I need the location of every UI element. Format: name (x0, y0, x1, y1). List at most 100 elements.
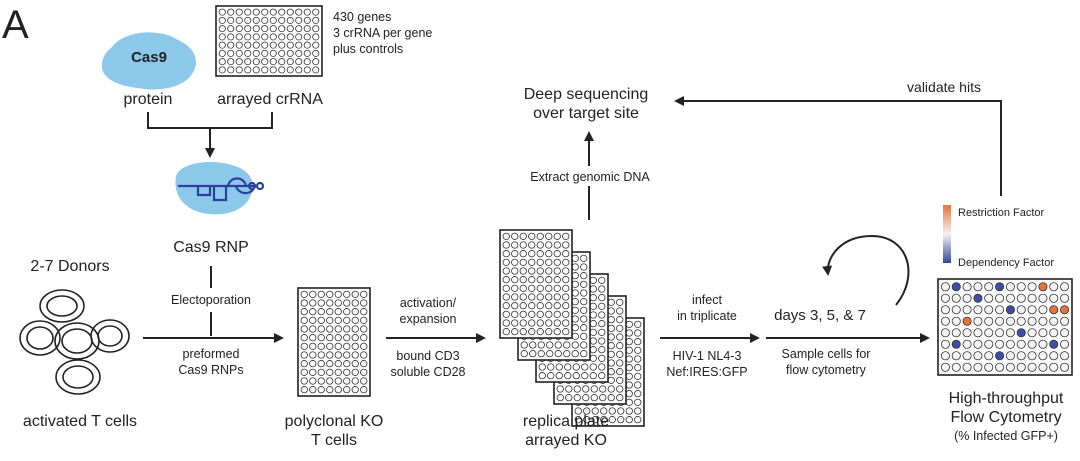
plate-well (326, 299, 334, 307)
plate-well (995, 362, 1005, 372)
plate-well (312, 8, 320, 16)
plate-well (1049, 293, 1059, 303)
plate-well (269, 58, 277, 66)
flow-plate (937, 278, 1073, 376)
plate-well (295, 58, 303, 66)
plate-well (1049, 305, 1059, 315)
plate-well (589, 363, 597, 371)
plate-well (598, 372, 606, 380)
plate-well (286, 66, 294, 74)
plate-well (1016, 351, 1026, 361)
plate-well (562, 241, 570, 249)
plate-well (309, 290, 317, 298)
plate-well (617, 407, 625, 415)
activation-above-2: expansion (400, 312, 457, 326)
plate-well (326, 351, 334, 359)
plate-well (317, 351, 325, 359)
plate-well (984, 339, 994, 349)
plate-well (269, 33, 277, 41)
plate-well (312, 25, 320, 33)
plate-well (536, 250, 544, 258)
activated-t-cells-label: activated T cells (23, 413, 137, 430)
plate-well (360, 308, 368, 316)
plate-well (536, 284, 544, 292)
plate-well (553, 258, 561, 266)
plate-well (562, 276, 570, 284)
plate-well (343, 342, 351, 350)
plate-well (553, 302, 561, 310)
plate-well (334, 342, 342, 350)
plate-well (1060, 305, 1070, 315)
plate-well (607, 385, 615, 393)
plate-well (300, 360, 308, 368)
plate-well (300, 351, 308, 359)
plate-well (261, 25, 269, 33)
plate-well (227, 41, 235, 49)
plate-well (1049, 316, 1059, 326)
plate-well (528, 267, 536, 275)
plate-well (309, 334, 317, 342)
plate-well (343, 377, 351, 385)
plate-well (536, 241, 544, 249)
plate-well (528, 258, 536, 266)
plate-well (360, 290, 368, 298)
plate-well (303, 41, 311, 49)
plate-well (1049, 282, 1059, 292)
plate-well (598, 363, 606, 371)
plate-well (300, 377, 308, 385)
plate-well (312, 41, 320, 49)
plate-well (343, 290, 351, 298)
plate-well (555, 363, 563, 371)
t-cells-icon (19, 289, 130, 395)
plate-well (634, 398, 642, 406)
plate-well (519, 328, 527, 336)
plate-well (599, 385, 607, 393)
plate-well (227, 33, 235, 41)
extract-label: Extract genomic DNA (530, 170, 650, 184)
plate-well (303, 25, 311, 33)
plate-well (502, 293, 510, 301)
validate-arrow (674, 96, 1002, 196)
plate-well (545, 310, 553, 318)
plate-well (351, 351, 359, 359)
plate-well (303, 66, 311, 74)
plate-well (334, 351, 342, 359)
plate-well (326, 386, 334, 394)
plate-well (1027, 351, 1037, 361)
rnp-label: Cas9 RNP (173, 239, 249, 256)
plate-well (286, 33, 294, 41)
plate-well (962, 339, 972, 349)
plate-well (547, 363, 555, 371)
plate-well (317, 299, 325, 307)
plate-well (295, 16, 303, 24)
plate-well (334, 334, 342, 342)
plate-well (519, 232, 527, 240)
plate-well (616, 333, 624, 341)
plate-well (634, 320, 642, 328)
plate-well (616, 307, 624, 315)
plate-well (580, 272, 588, 280)
plate-well (545, 319, 553, 327)
plate-well (244, 66, 252, 74)
plate-well (580, 306, 588, 314)
plate-well (343, 308, 351, 316)
plate-well (951, 305, 961, 315)
plate-well (309, 377, 317, 385)
plate-well (519, 293, 527, 301)
plate-well (511, 250, 519, 258)
plate-well (261, 8, 269, 16)
plate-well (951, 282, 961, 292)
merge-bracket (147, 112, 273, 129)
polyclonal-label-1: polyclonal KO (285, 413, 384, 430)
crrna-label: arrayed crRNA (217, 91, 323, 108)
plate-well (1060, 328, 1070, 338)
plate-well (562, 232, 570, 240)
plate-well (511, 284, 519, 292)
plate-well (580, 280, 588, 288)
library-info-line-1: 430 genes (333, 10, 391, 24)
plate-well (940, 362, 950, 372)
plate-well (571, 341, 579, 349)
plate-well (300, 386, 308, 394)
plate-well (317, 308, 325, 316)
